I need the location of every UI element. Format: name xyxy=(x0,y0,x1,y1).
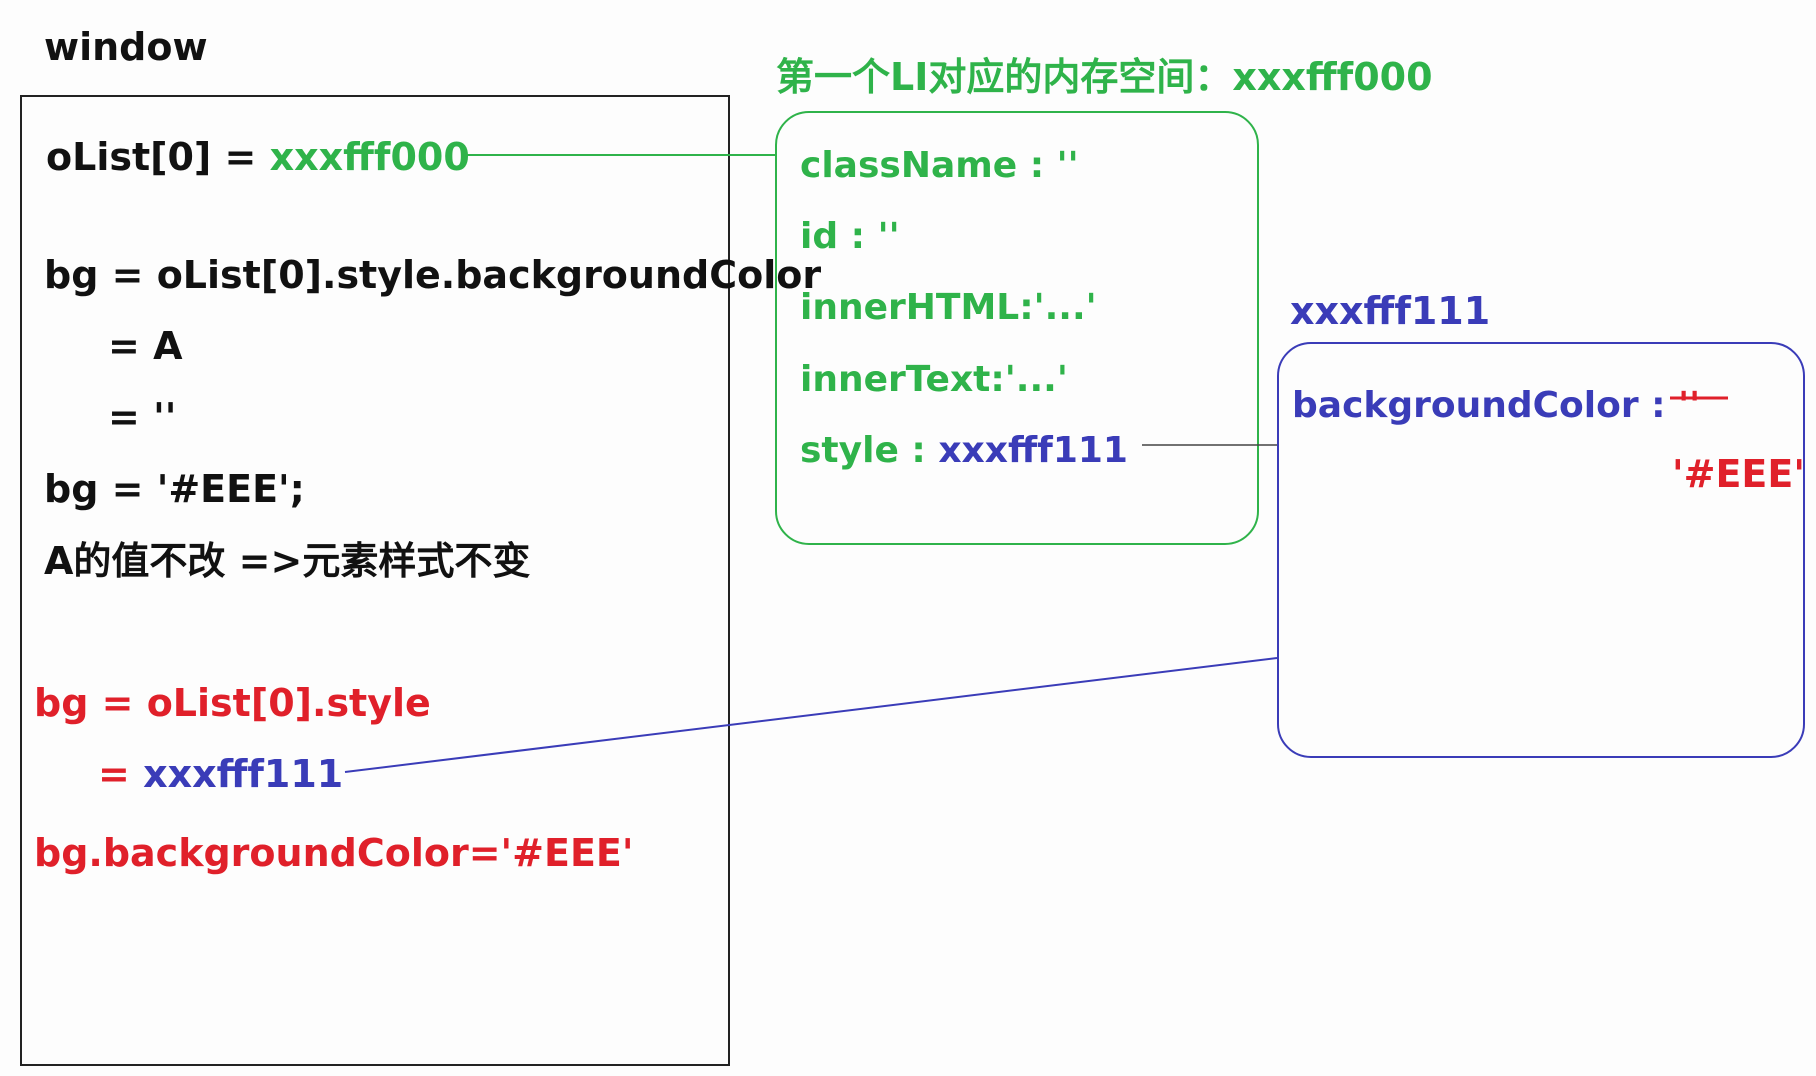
style-memory-box xyxy=(1277,342,1805,758)
connector-ref-to-stylebox xyxy=(344,657,1278,773)
bg-bgcolor-line: bg.backgroundColor='#EEE' xyxy=(34,831,634,875)
eq-ref-value: xxxfff111 xyxy=(143,752,344,796)
li-prop-style-value: xxxfff111 xyxy=(938,430,1128,471)
li-prop-classname: className : '' xyxy=(800,145,1079,186)
style-memory-title: xxxfff111 xyxy=(1290,289,1491,333)
li-prop-id: id : '' xyxy=(800,216,900,257)
bg-style-line: bg = oList[0].style xyxy=(34,681,431,725)
eq-ref-prefix: = xyxy=(98,752,144,796)
window-label: window xyxy=(44,25,208,69)
window-frame xyxy=(20,95,730,1066)
li-memory-box xyxy=(775,111,1259,545)
bg-eee-line: bg = '#EEE'; xyxy=(44,467,305,511)
li-prop-innertext: innerText:'...' xyxy=(800,359,1068,400)
li-prop-style-label: style : xyxy=(800,430,939,471)
note-line: A的值不改 =>元素样式不变 xyxy=(44,539,531,583)
li-prop-style: style : xxxfff111 xyxy=(800,433,1128,469)
li-prop-innerhtml: innerHTML:'...' xyxy=(800,287,1097,328)
olist-assign-prefix: oList[0] = xyxy=(46,135,270,179)
style-prop-label: backgroundColor : xyxy=(1292,385,1679,426)
style-prop-old-value: '' xyxy=(1678,385,1701,426)
li-memory-title: 第一个LI对应的内存空间：xxxfff000 xyxy=(776,55,1433,99)
style-prop-new-value: '#EEE' xyxy=(1672,452,1805,496)
eq-empty-line: = '' xyxy=(108,395,177,439)
olist-assign-line: oList[0] = xxxfff000 xyxy=(46,138,470,176)
eq-a-line: = A xyxy=(108,324,183,368)
eq-ref-line: = xxxfff111 xyxy=(98,755,343,793)
bg-assign-line: bg = oList[0].style.backgroundColor xyxy=(44,253,822,297)
style-prop-backgroundcolor: backgroundColor : '' xyxy=(1292,388,1700,424)
olist-assign-value: xxxfff000 xyxy=(269,135,470,179)
